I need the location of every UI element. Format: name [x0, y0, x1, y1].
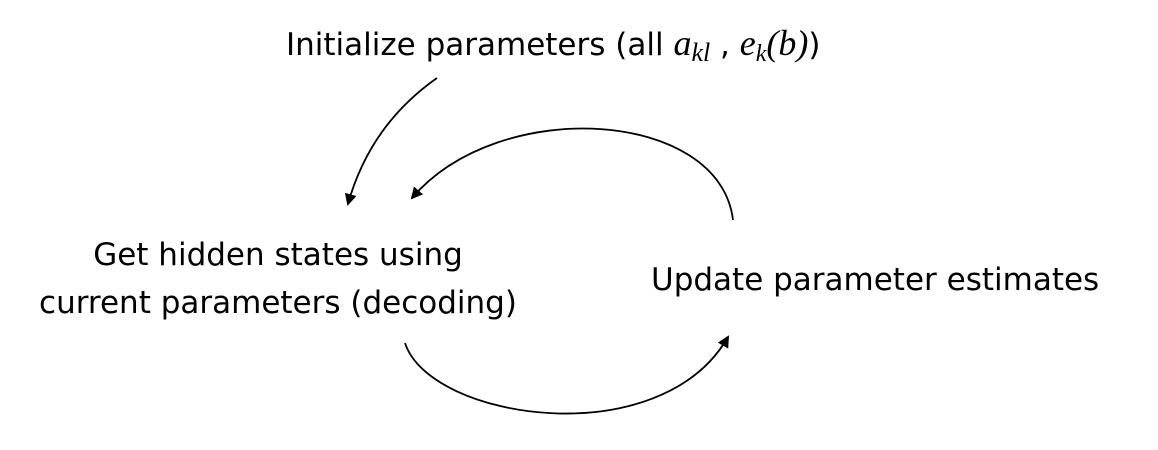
node-initialize-parameters: Initialize parameters (all akl , ek(b)) [286, 23, 821, 67]
node-decode-line2: current parameters (decoding) [39, 285, 517, 321]
arrow-init-to-decode [344, 77, 438, 206]
node-update-parameters: Update parameter estimates [651, 262, 1099, 298]
arrow-decode-to-update [404, 335, 730, 415]
arrow-update-to-decode [410, 127, 734, 221]
node-decode-line1: Get hidden states using [93, 237, 463, 273]
